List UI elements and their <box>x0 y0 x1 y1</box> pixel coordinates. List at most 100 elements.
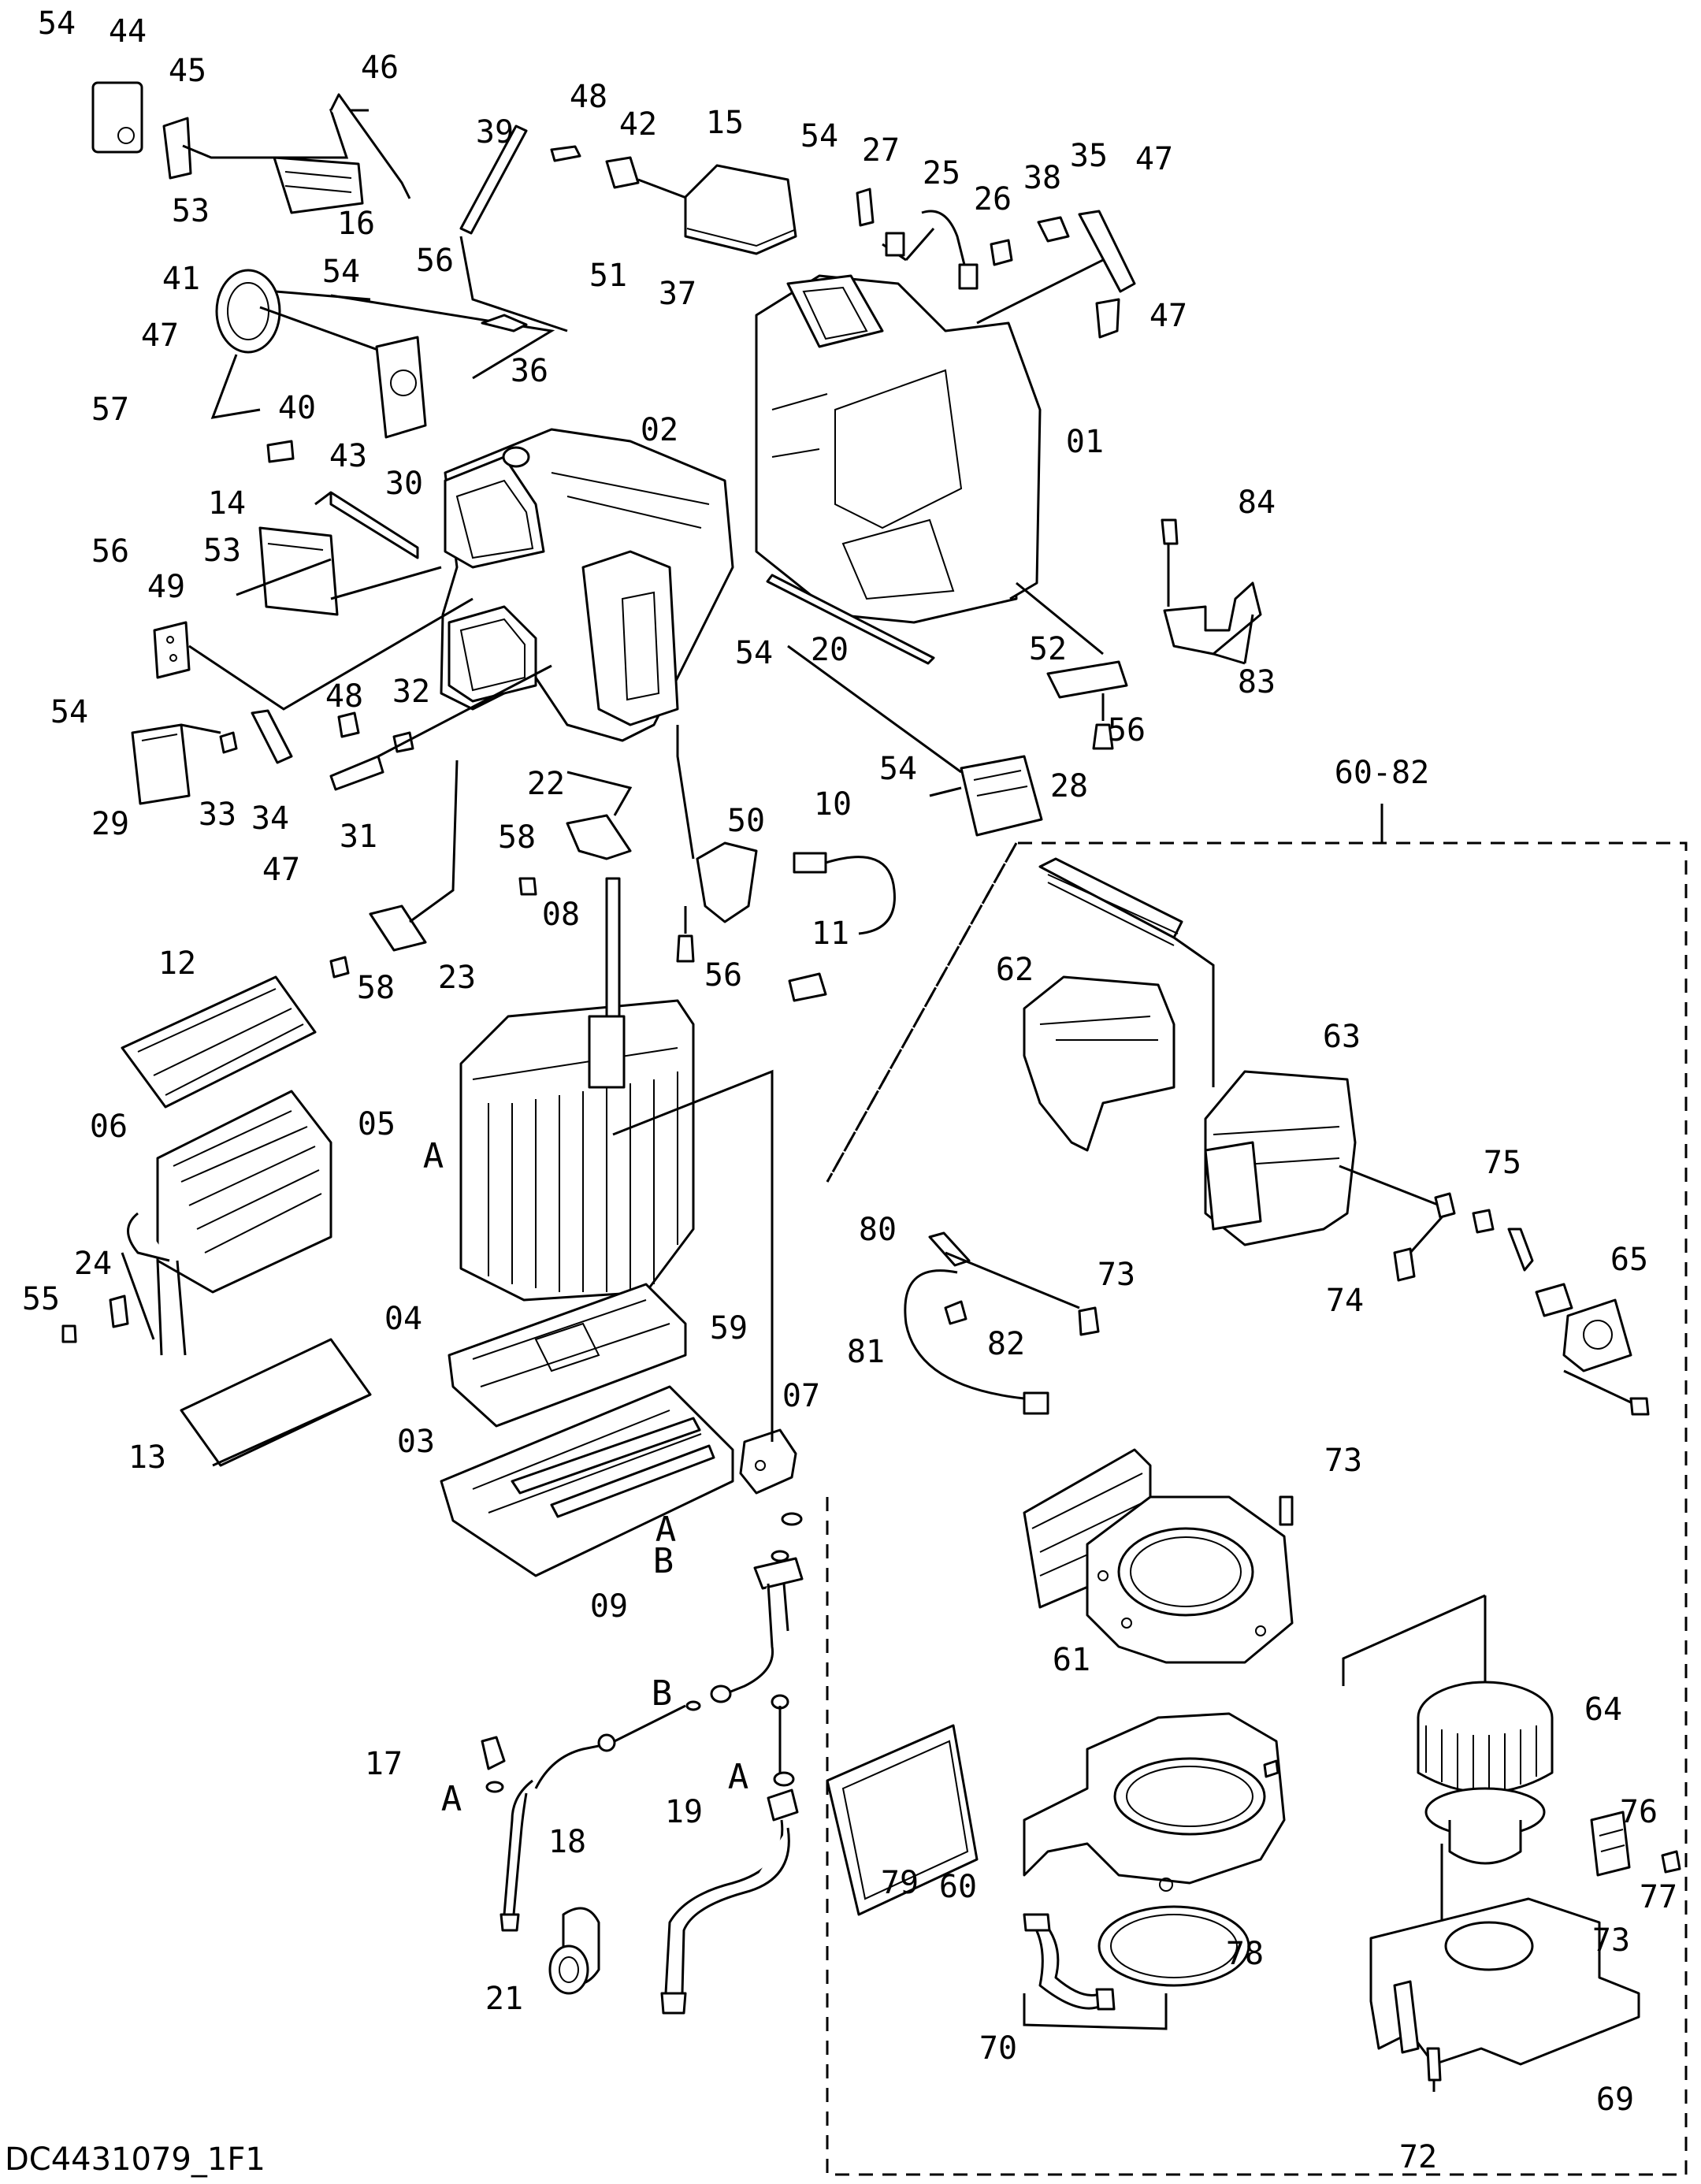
part-number-label: 29 <box>91 806 129 842</box>
part-number-label: 11 <box>812 916 849 952</box>
part-number-label: 58 <box>357 970 395 1006</box>
pipe-19 <box>660 1694 799 2015</box>
part-number-label: 27 <box>862 132 900 169</box>
part-number-label: 10 <box>814 786 852 823</box>
part-number-label: 50 <box>727 803 765 839</box>
part-number-label: 52 <box>1029 631 1067 667</box>
housing-63 <box>1204 1070 1450 1246</box>
sensor-80-harness-81-82 <box>904 1231 1100 1415</box>
part-number-label: 54 <box>879 751 917 787</box>
hvac-case-02 <box>440 428 734 742</box>
part-number-label: 16 <box>337 206 375 242</box>
part-number-label: 20 <box>811 632 849 668</box>
motor-64 <box>1342 1594 1554 1930</box>
part-number-label: 73 <box>1592 1922 1630 1959</box>
part-number-label: 38 <box>1023 160 1061 196</box>
lever-42-and-screw-48 <box>550 145 710 208</box>
part-number-label: 05 <box>358 1106 396 1142</box>
part-number-label: 43 <box>329 438 367 474</box>
part-number-label: 60 <box>939 1869 977 1905</box>
heater-core-06 <box>121 1090 332 1356</box>
blower-case-60 <box>1023 1712 1286 1892</box>
plate-14-and-screw-53 <box>236 526 442 616</box>
bracket-69-and-screw-72 <box>1369 1897 1640 2092</box>
part-number-label: 72 <box>1399 2139 1437 2175</box>
part-number-label: 78 <box>1226 1936 1264 1972</box>
case-lower-04 <box>448 1283 687 1428</box>
part-number-label: 56 <box>704 957 742 994</box>
part-number-label: 77 <box>1640 1879 1677 1915</box>
part-number-label: 54 <box>38 6 76 42</box>
part-number-label: 12 <box>158 945 196 982</box>
part-number-label: 31 <box>340 819 377 855</box>
part-number-label: 51 <box>589 258 627 294</box>
part-number-label: 04 <box>384 1301 422 1337</box>
evaporator-05 <box>459 882 774 1387</box>
part-number-label: 53 <box>172 193 210 229</box>
grommet-21 <box>548 1907 600 1995</box>
part-number-label: 32 <box>392 674 430 710</box>
part-number-label: 42 <box>619 106 657 143</box>
part-number-label: 22 <box>527 766 565 802</box>
filter-12 <box>121 975 317 1109</box>
damper-actuator-upper-left <box>91 81 411 214</box>
relay-76-and-screw-77 <box>1590 1811 1681 1877</box>
damper-41-and-actuator-30 <box>210 269 555 439</box>
part-number-label: 54 <box>800 118 838 154</box>
part-number-label: 18 <box>548 1824 586 1860</box>
part-number-label: 56 <box>1108 712 1146 748</box>
part-number-label: 48 <box>325 678 363 715</box>
gasket-79 <box>826 1724 979 1916</box>
part-number-label: 33 <box>199 797 236 833</box>
pipe-09 <box>685 1387 804 1711</box>
part-number-label: 21 <box>485 1981 523 2017</box>
part-number-label: 14 <box>208 485 246 522</box>
actuator-29 <box>131 723 221 805</box>
assembly-range-label: 60-82 <box>1335 755 1429 791</box>
part-number-label: 47 <box>1149 298 1187 334</box>
part-number-label: 84 <box>1238 485 1276 521</box>
part-number-label: 81 <box>847 1334 885 1370</box>
part-number-label: 03 <box>397 1424 435 1460</box>
part-number-label: 40 <box>278 390 316 426</box>
hvac-case-01 <box>755 274 1042 624</box>
sensor-harness-10-11 <box>788 852 896 1002</box>
part-number-label: 06 <box>90 1109 128 1145</box>
actuator-65 <box>1535 1283 1650 1416</box>
part-number-label: 54 <box>50 694 88 730</box>
part-number-label: 44 <box>109 13 147 50</box>
resistor-28-and-screw-54 <box>787 644 1043 837</box>
part-number-label: 82 <box>987 1326 1025 1362</box>
reference-letter: A <box>728 1757 749 1797</box>
rods-40-43 <box>266 440 419 559</box>
duct-62 <box>1023 975 1175 1152</box>
part-number-label: 47 <box>141 318 179 354</box>
part-number-label: 49 <box>147 569 185 605</box>
case-drain-03-and-seals-59 <box>440 1385 734 1577</box>
part-number-label: 62 <box>996 952 1034 988</box>
part-number-label: 19 <box>665 1794 703 1830</box>
screw-08 <box>605 877 621 1018</box>
pipe-18-and-fitting-17 <box>481 1704 686 1932</box>
part-number-label: 45 <box>169 53 206 89</box>
part-number-label: 34 <box>251 800 289 837</box>
bracket-83-and-screw-84 <box>1161 518 1262 665</box>
part-number-label: 47 <box>1135 141 1173 177</box>
expansion-valve-07 <box>739 1428 797 1495</box>
linkage-31-32-33-34 <box>219 664 552 791</box>
filter-panel-top <box>1038 857 1215 1087</box>
part-number-label: 25 <box>923 155 960 191</box>
part-number-label: 80 <box>859 1212 897 1248</box>
part-number-label: 36 <box>511 353 548 389</box>
part-number-label: 61 <box>1053 1642 1090 1678</box>
part-number-label: 13 <box>128 1439 166 1476</box>
part-number-label: 26 <box>974 181 1012 217</box>
part-number-label: 73 <box>1097 1257 1135 1293</box>
part-number-label: 54 <box>735 635 773 671</box>
connector-bracket-27-harness-25-26 <box>856 188 1013 290</box>
part-number-label: 57 <box>91 392 129 428</box>
part-number-label: 08 <box>542 897 580 933</box>
plate-13 <box>180 1338 372 1467</box>
